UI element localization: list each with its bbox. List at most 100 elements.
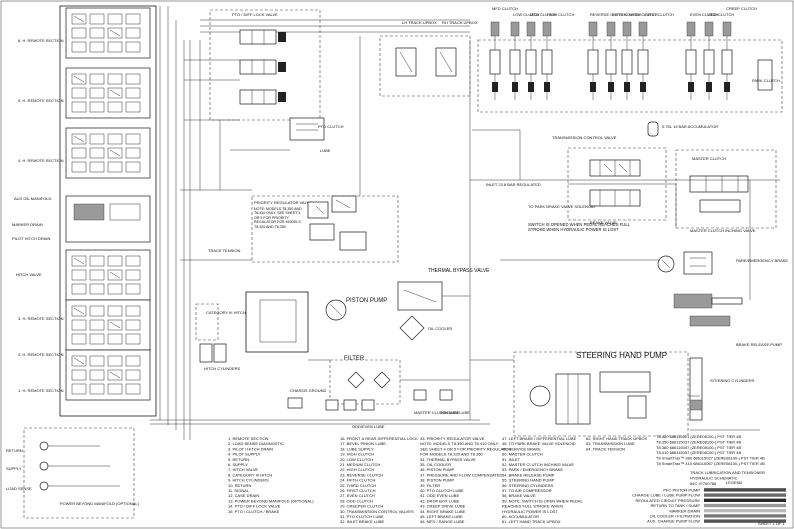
legend-entry: 16. FRONT & REAR DIFFERENTIAL LOCK	[340, 436, 418, 441]
svg-text:THIRD CLUTCH: THIRD CLUTCH	[628, 12, 658, 17]
legend-entry: 5. RETURN	[228, 457, 249, 462]
svg-text:BRAKE RELEASE PUMP: BRAKE RELEASE PUMP	[736, 342, 782, 347]
clutch-solenoid-valve	[721, 21, 733, 100]
hitch-valve-block	[65, 195, 151, 243]
line-legend-swatch	[704, 503, 786, 508]
legend-entry: 18. LUBE SUPPLY	[340, 446, 374, 451]
svg-text:EVEN CLUTCH: EVEN CLUTCH	[690, 12, 718, 17]
legend-entry: 17. BEVEL PINION LUBE	[340, 441, 386, 446]
legend-entry: 38. PISTON PUMP	[420, 478, 454, 483]
clutch-solenoid-valve	[489, 21, 501, 100]
clutch-solenoid-valve	[605, 21, 617, 100]
legend-entry: 11. SIGNAL	[228, 488, 250, 493]
legend-entry: 15. PTO / CLUTCH / BRAKE	[228, 509, 280, 514]
legend-entry: 59. NOTE: SWITCH IS OPEN WHEN PEDAL	[502, 498, 583, 503]
line-legend-label: RETURN TO TANK / SUMP	[651, 503, 701, 508]
sheet-number: SHEET 1 OF 1	[758, 521, 785, 526]
svg-text:PTO CLUTCH: PTO CLUTCH	[318, 124, 344, 129]
legend-entry: 23. REVERSE CLUTCH	[340, 472, 383, 477]
remote-section-label: 4. H. REMOTE SECTION	[18, 158, 64, 163]
lube-outlets: CHASSIS GROUND ODD/EVEN LUBE MASTER CLUT…	[287, 388, 470, 429]
model-entry: T8.410 686115057 (ZERE08100-) PST TIER 4…	[656, 450, 741, 455]
inlet-label: INLET 23.8 BAR REGULATED	[486, 182, 541, 187]
park-emergency-brake: PARK/EMERGENCY BRAKE BRAKE RELEASE PUMP	[657, 251, 788, 347]
svg-text:CHASSIS GROUND: CHASSIS GROUND	[290, 388, 327, 393]
legend-entry: 14. PTO / DIFF LOCK VALVE	[228, 504, 281, 509]
remote-section-label: 2. H. REMOTE SECTION	[18, 352, 64, 357]
legend-entry: 3. PILOT / HITCH DRAIN	[228, 446, 273, 451]
legend-entry: 56. STEERING CYLINDERS	[502, 483, 553, 488]
pto-spool	[239, 29, 286, 45]
left-labels: 6. H. REMOTE SECTION 5. H. REMOTE SECTIO…	[6, 38, 140, 506]
svg-text:FIFTH CLUTCH: FIFTH CLUTCH	[612, 12, 641, 17]
remote-valve-stack	[59, 5, 157, 417]
line-legend-swatch	[704, 509, 786, 513]
model-entry: T8.350 686115037 (ZERE08100-) PST TIER 4…	[656, 439, 741, 444]
legend-entry: 54. BRAKE RELEASE PUMP	[502, 472, 555, 477]
remote-valve-section	[65, 349, 151, 401]
title-line: 84C 47760786	[690, 481, 717, 486]
lh-track-upbox-label: LH TRACK UPBOX	[402, 20, 437, 25]
legend-entry: 10. RETURN	[228, 483, 251, 488]
legend-entry: 45. LEFT BRAKE LUBE	[420, 514, 463, 519]
filter: FILTER	[329, 356, 401, 405]
pto-diff-lock-valve: PTO / DIFF LOCK VALVE	[209, 9, 321, 121]
legend-entry: 24. FIFTH CLUTCH	[340, 478, 375, 483]
marker-drain-label: MARKER DRAIN	[12, 222, 43, 227]
clutch-solenoid-valve	[525, 21, 537, 100]
legend-entry: 26. FIRST CLUTCH	[340, 488, 376, 493]
line-legend-heading: LEGEND	[726, 480, 743, 485]
legend-entry: 39. FILTER	[420, 483, 440, 488]
title-line: HYDRAULIC SCHEMATIC	[690, 475, 738, 480]
remote-section-label: 1. H. REMOTE SECTION	[18, 388, 64, 393]
legend-entry: 64. TRACK TENSION	[586, 446, 625, 451]
legend-entry: 47. LEFT BRAKE / DIFFERENTIAL LUBE	[502, 436, 577, 441]
legend-entry: 2. LOAD SENSE DIAGNOSTIC	[228, 441, 284, 446]
remote-section-label: 5. H. REMOTE SECTION	[18, 98, 64, 103]
hitch-valve-label: HITCH VALVE	[16, 272, 42, 277]
piston-pump: PISTON PUMP	[245, 291, 387, 353]
legend-entry: REACHES FULL STROKE WHEN	[502, 504, 563, 509]
svg-text:HIGH CLUTCH: HIGH CLUTCH	[547, 12, 574, 17]
remote-valve-section	[65, 67, 151, 119]
legend-entry: 61. LEFT HAND TRACK UPBOX	[502, 519, 561, 524]
remote-valve-section	[65, 299, 151, 351]
legend-entry: 46. MFD / RANGE LUBE	[420, 519, 465, 524]
legend-entry: 21. MEDIUM CLUTCH	[340, 462, 380, 467]
legend-entry: 30. TRANSMISSION CONTROL VALVES	[340, 509, 414, 514]
svg-text:STEERING HAND PUMP: STEERING HAND PUMP	[576, 351, 667, 360]
legend-entry: FOR MODELS T8.320 AND T8.350	[420, 452, 484, 457]
legend-entry: 55. STEERING HAND PUMP	[502, 478, 555, 483]
line-legend-swatch	[704, 519, 786, 523]
category-iii-hitch: CATEGORY III HITCH HITCH CYLINDERS	[195, 303, 246, 371]
legend-entry: 20. LOW CLUTCH	[340, 457, 373, 462]
model-list: T8.320 686115021 (ZERE08100-) PST TIER 4…	[656, 434, 765, 466]
legend-entry: 62. RIGHT HAND TRACK UPBOX	[586, 436, 648, 441]
legend-entry: 44. RIGHT BRAKE LUBE	[420, 509, 466, 514]
legend-entry: 9. HITCH CYLINDERS	[228, 478, 269, 483]
legend-entry: 51. INLET	[502, 457, 521, 462]
legend-entry: 63. TRANSMISSION LUBE	[586, 441, 635, 446]
legend-entry: 13. POWER BEYOND MANIFOLD (OPTIONAL)	[228, 498, 314, 503]
legend-entry: 53. PARK / EMERGENCY BRAKE	[502, 467, 563, 472]
legend-entry: 8. CATEGORY III HITCH	[228, 472, 272, 477]
clutch-solenoid-valve	[685, 21, 697, 100]
legend-entry: 28. ODD CLUTCH	[340, 498, 373, 503]
svg-text:STEERING CYLINDERS: STEERING CYLINDERS	[710, 378, 755, 383]
legend-entry: 6. SUPPLY	[228, 462, 248, 467]
return-label: RETURN	[6, 448, 23, 453]
svg-text:LOW CLUTCH: LOW CLUTCH	[513, 12, 540, 17]
svg-text:OIL COOLER: OIL COOLER	[428, 326, 452, 331]
svg-text:PARK CLUTCH: PARK CLUTCH	[752, 78, 780, 83]
clutch-solenoid-valve	[621, 21, 633, 100]
power-beyond-label: POWER BEYOND MANIFOLD (OPTIONAL)	[60, 501, 140, 506]
legend-entry: 1. REMOTE SECTION	[228, 436, 269, 441]
line-legend-swatch	[704, 498, 786, 502]
legend-entry: 57. TO AIR COMPRESSOR	[502, 488, 552, 493]
steering-hand-pump: STEERING HAND PUMP STEERING CYLINDERS	[513, 351, 755, 437]
remote-valve-section	[65, 7, 151, 59]
remote-valve-section	[65, 249, 151, 301]
load-sense-label: LOAD SENSE	[6, 486, 32, 491]
